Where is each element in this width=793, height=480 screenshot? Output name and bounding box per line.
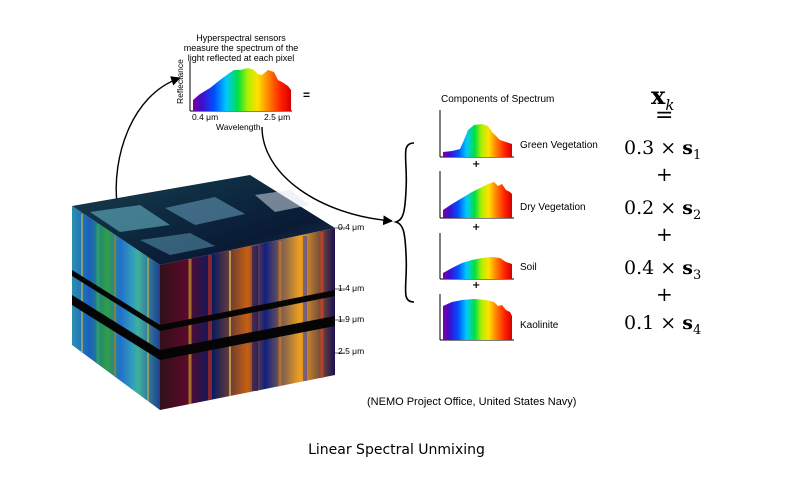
components-brace xyxy=(393,142,415,303)
term-4-times: × xyxy=(660,312,677,334)
equation-plus-2: + xyxy=(656,222,673,246)
cube-absorption-band-2 xyxy=(72,295,335,360)
term-1: 0.3 × s1 xyxy=(624,137,701,163)
term-4-coefficient: 0.1 xyxy=(624,312,655,334)
components-title: Components of Spectrum xyxy=(441,94,555,105)
lhs-symbol: x xyxy=(651,81,666,110)
equation-plus-3: + xyxy=(656,282,673,306)
term-3-index: 3 xyxy=(692,267,702,283)
component-label-soil: Soil xyxy=(520,262,537,273)
band-label-1: 0.4 μm xyxy=(338,222,365,232)
wavelength-axis-label: Wavelength xyxy=(216,122,261,132)
spectrum-dry-vegetation xyxy=(439,171,514,219)
reflectance-axis-label: Reflectance xyxy=(175,59,185,104)
term-4: 0.1 × s4 xyxy=(624,312,701,338)
term-4-symbol: s xyxy=(682,312,693,334)
term-3-times: × xyxy=(660,257,677,279)
component-plus-1: + xyxy=(472,159,481,170)
spectrum-kaolinite xyxy=(439,294,514,341)
equation-equals: = xyxy=(655,103,674,128)
top-spectrum-plot xyxy=(189,61,292,112)
band-label-3: 1.9 μm xyxy=(338,314,365,324)
spectrum-equals-sign: = xyxy=(303,88,311,102)
top-spectrum-curve xyxy=(193,68,291,111)
spectrum-green-vegetation xyxy=(439,110,514,158)
term-2-index: 2 xyxy=(692,207,702,223)
term-3-symbol: s xyxy=(682,257,693,279)
spectrum-caption: Hyperspectral sensors measure the spectr… xyxy=(183,33,299,63)
term-2-times: × xyxy=(660,197,677,219)
tick-left-label: 0.4 μm xyxy=(192,112,219,122)
spectrum-soil xyxy=(439,233,514,280)
component-spectra xyxy=(439,110,514,341)
equation-plus-1: + xyxy=(656,162,673,186)
hyperspectral-cube xyxy=(72,175,345,410)
term-4-index: 4 xyxy=(692,322,702,338)
cube-absorption-band-1 xyxy=(72,270,335,331)
term-1-times: × xyxy=(660,137,677,159)
component-label-green-vegetation: Green Vegetation xyxy=(520,140,598,151)
component-plus-3: + xyxy=(472,280,481,291)
term-2: 0.2 × s2 xyxy=(624,197,701,223)
component-plus-2: + xyxy=(472,222,481,233)
component-label-kaolinite: Kaolinite xyxy=(520,320,559,331)
arrow-spectrum-to-components xyxy=(261,126,393,226)
equation-lhs: xk xyxy=(651,81,674,114)
term-2-symbol: s xyxy=(682,197,693,219)
term-2-coefficient: 0.2 xyxy=(624,197,655,219)
image-credit: (NEMO Project Office, United States Navy… xyxy=(367,396,577,408)
arrow-cube-to-spectrum xyxy=(115,76,181,204)
band-label-2: 1.4 μm xyxy=(338,283,365,293)
component-label-dry-vegetation: Dry Vegetation xyxy=(520,202,586,213)
cube-side-face xyxy=(160,228,335,410)
figure-caption: Linear Spectral Unmixing xyxy=(308,442,485,458)
term-1-symbol: s xyxy=(682,137,693,159)
lhs-index: k xyxy=(665,95,675,114)
term-1-index: 1 xyxy=(692,147,702,163)
term-3-coefficient: 0.4 xyxy=(624,257,655,279)
tick-right-label: 2.5 μm xyxy=(264,112,291,122)
band-label-4: 2.5 μm xyxy=(338,346,365,356)
term-1-coefficient: 0.3 xyxy=(624,137,655,159)
term-3: 0.4 × s3 xyxy=(624,257,701,283)
